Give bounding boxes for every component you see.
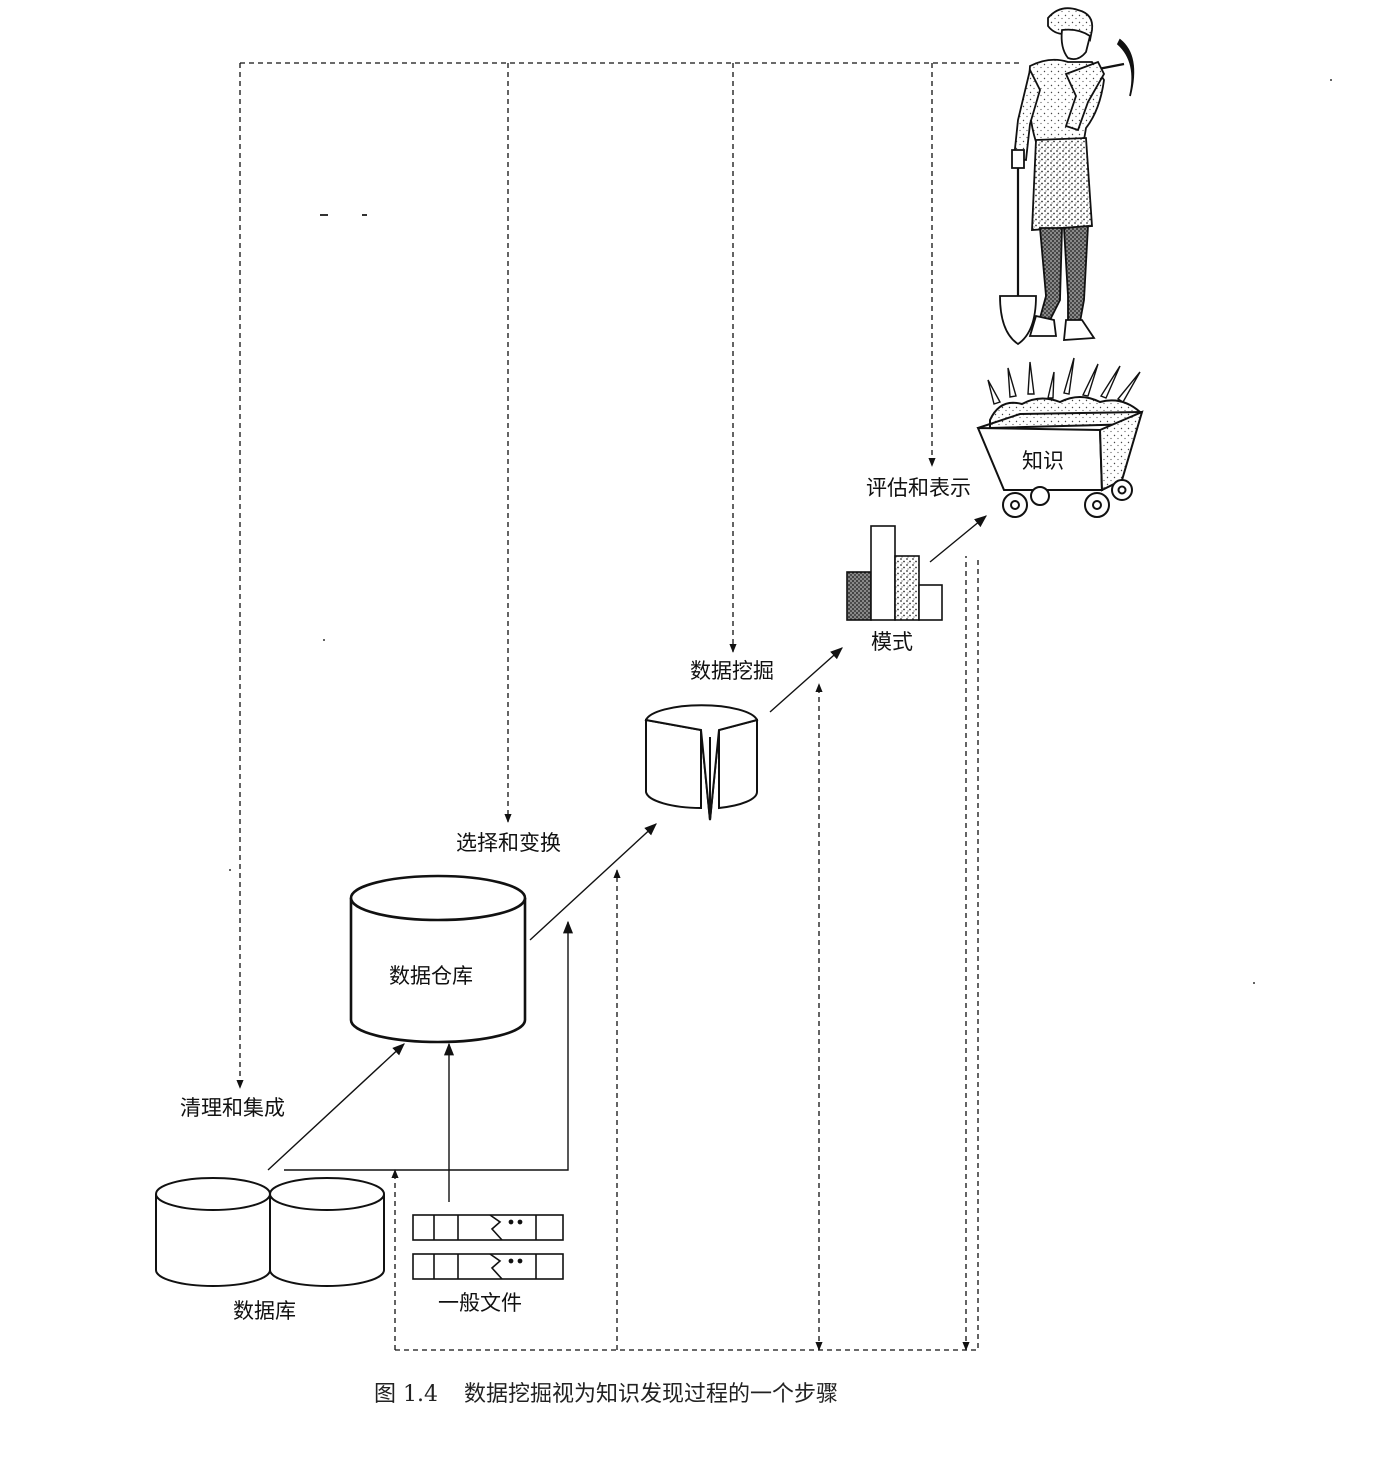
flow-arrows (267, 515, 987, 1202)
miner-lower-arm (1013, 67, 1041, 162)
arrow-patterns-to-knowledge (929, 515, 987, 563)
knowledge-cart-icon (976, 357, 1144, 518)
label-knowledge: 知识 (1022, 449, 1064, 473)
miner-icon (999, 7, 1135, 346)
arrow-mining-to-patterns (769, 647, 843, 713)
label-databases: 数据库 (233, 1299, 296, 1323)
miner-shoes (1028, 314, 1058, 337)
miner-skirt (1031, 137, 1093, 231)
file-record-2 (412, 1253, 564, 1280)
label-data-mining: 数据挖掘 (690, 659, 774, 683)
pattern-bar-3 (894, 555, 920, 621)
arrow-db-to-selection (284, 920, 574, 1171)
flat-files-icon (412, 1214, 564, 1280)
label-flat-files: 一般文件 (438, 1291, 522, 1315)
pattern-bar-2 (870, 525, 896, 621)
label-selection-transformation: 选择和变换 (456, 831, 561, 855)
sparkle-spikes (987, 357, 1141, 405)
pattern-bar-1 (846, 571, 872, 621)
label-patterns: 模式 (871, 630, 913, 654)
arrow-warehouse-to-mining (529, 823, 657, 941)
caption-text: 数据挖掘视为知识发现过程的一个步骤 (463, 1382, 838, 1407)
figure-caption: 图 1.4 数据挖掘视为知识发现过程的一个步骤 (374, 1384, 838, 1406)
databases-icon (155, 1177, 385, 1287)
miner-face (1060, 28, 1092, 61)
cart-wheels (1002, 479, 1133, 518)
label-cleaning-integration: 清理和集成 (180, 1096, 285, 1120)
miner-raised-arm (1064, 60, 1106, 132)
pattern-bar-4 (918, 584, 943, 621)
miner-legs (1038, 227, 1063, 322)
file-record-1 (412, 1214, 564, 1241)
feedback-dashed-lines (236, 62, 1020, 1351)
miner-shovel-grip (1011, 149, 1025, 169)
arrow-db-to-warehouse (267, 1043, 405, 1171)
patterns-icon (846, 525, 943, 621)
warehouse-icon (349, 874, 527, 1044)
scan-speckles (229, 79, 1332, 984)
miner-pickaxe-head (1116, 38, 1135, 97)
miner-shovel-blade (999, 295, 1037, 346)
mining-icon (644, 704, 759, 821)
caption-number: 图 1.4 (374, 1382, 438, 1407)
label-data-warehouse: 数据仓库 (389, 964, 473, 988)
label-evaluation-presentation: 评估和表示 (866, 476, 971, 500)
